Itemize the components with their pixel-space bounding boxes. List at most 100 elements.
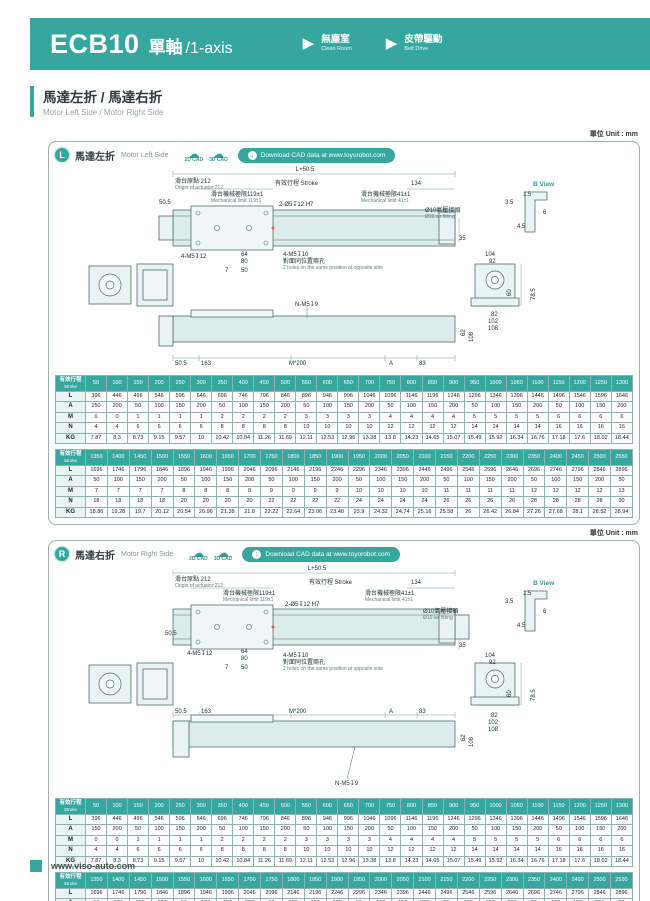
table-cell: 14 [526,422,549,434]
row-label: KG [55,432,86,444]
table-cell: 10 [337,845,360,857]
stroke-header-cell: 400 [232,375,255,392]
stroke-header-cell: 2550 [610,449,633,466]
table-cell: 18 [85,496,108,508]
stroke-header-cell: 100 [106,798,129,815]
stroke-header-cell: 2350 [522,872,546,889]
table-cell: 200 [500,475,524,487]
table-cell: 8 [274,422,297,434]
table-cell: 14 [526,845,549,857]
table-cell: 3 [358,834,381,846]
dimension-label: 60 [507,690,513,697]
stroke-header-cell: 1500 [150,449,174,466]
dimension-label: 滑台機械極限119±1 [223,591,276,597]
panel-title-zh: 馬達左折 [75,151,115,163]
table-cell: 4 [106,845,129,857]
cad-2d-button[interactable]: ☁2D CAD [184,148,203,163]
stroke-header-cell: 1950 [347,449,371,466]
table-cell: 100 [544,475,568,487]
stroke-header-cell: 1400 [106,872,130,889]
dimension-label: 83 [419,709,426,715]
stroke-header-cell: 250 [169,798,192,815]
table-cell: 6 [190,422,213,434]
table-cell: 10.84 [232,855,255,867]
table-cell: 12 [421,422,444,434]
cad-2d-button[interactable]: ☁2D CAD [189,547,208,562]
table-cell: 10 [391,485,415,497]
table-cell: 150 [337,824,360,836]
table-cell: 100 [148,401,171,413]
table-cell: 6 [589,411,612,423]
stroke-header-cell: 550 [295,375,318,392]
dimension-label: Mechanical limit 119±1 [223,597,274,603]
table-cell: 11 [456,485,480,497]
table-cell: 6 [190,845,213,857]
dimension-label: 35 [459,643,466,649]
table-cell: 16.76 [526,432,549,444]
table-cell: 7 [128,485,152,497]
table-cell: 1 [148,834,171,846]
table-cell: 100 [316,824,339,836]
table-cell: 2046 [238,887,261,899]
table-cell: 0 [84,834,108,846]
feature-badges: ▶ 無塵室 Clean Room ▶ 皮帶驅動 Belt Drive [303,34,443,53]
cad-3d-button[interactable]: ☁3D CAD [214,547,233,562]
table-cell: 15.49 [463,432,486,444]
row-label: KG [55,506,86,518]
dimension-label: 滑台機械極限41±1 [365,591,415,597]
table-cell: 14 [484,845,507,857]
table-cell: 896 [295,390,318,402]
table-cell: 200 [413,475,436,487]
dimension-label: 108 [469,736,475,747]
stroke-header-cell: 1100 [526,375,549,392]
arrow-icon: ▶ [385,35,398,53]
table-cell: 1346 [484,813,507,825]
table-cell: 15.92 [484,432,507,444]
table-cell: 16.34 [505,855,528,867]
table-cell: 0 [106,834,129,846]
table-cell: 6 [547,834,570,846]
table-cell: 16 [589,845,612,857]
table-cell: 3 [337,411,360,423]
table-cell: 14 [505,422,528,434]
dimension-label: 62 [461,329,467,336]
download-cad-button[interactable]: ↓Download CAD data at www.toyorobot.com [237,147,396,163]
table-cell: 11.69 [274,855,297,867]
dimension-label: 50.5 [159,200,171,206]
dimension-label: 滑台機械極限119±1 [211,192,264,198]
table-cell: 6 [610,834,634,846]
download-cad-button[interactable]: ↓Download CAD data at www.toyorobot.com [242,546,401,562]
row-label: N [55,496,86,508]
stroke-header-cell: 200 [148,798,171,815]
cad-3d-button[interactable]: ☁3D CAD [209,148,228,163]
table-cell: 12 [442,422,465,434]
table-cell: 17.18 [547,855,570,867]
dimension-label: Origin of actuator:212 [175,583,224,589]
table-cell: 1546 [568,813,591,825]
section-title-zh: 馬達左折 / 馬達右折 [43,90,163,105]
dimension-label: 104 [485,653,496,659]
table-cell: 10 [347,485,371,497]
table-cell: 16 [610,422,634,434]
table-cell: 23.06 [303,506,327,518]
dimension-label: 50 [241,268,248,274]
table-cell: 746 [232,390,255,402]
page-footer: www.viso-auto.com [30,860,135,872]
table-cell: 1446 [526,390,549,402]
stroke-header-cell: 1050 [505,798,528,815]
table-cell: 24.32 [369,506,393,518]
table-cell: 4 [379,834,402,846]
table-cell: 2746 [544,887,568,899]
table-cell: 1596 [589,390,612,402]
table-cell: 50 [295,401,318,413]
stroke-header-cell: 1750 [260,872,283,889]
table-cell: 6 [127,422,150,434]
table-cell: 9 [260,485,283,497]
stroke-header-cell: 1600 [194,872,218,889]
table-cell: 1096 [379,390,402,402]
